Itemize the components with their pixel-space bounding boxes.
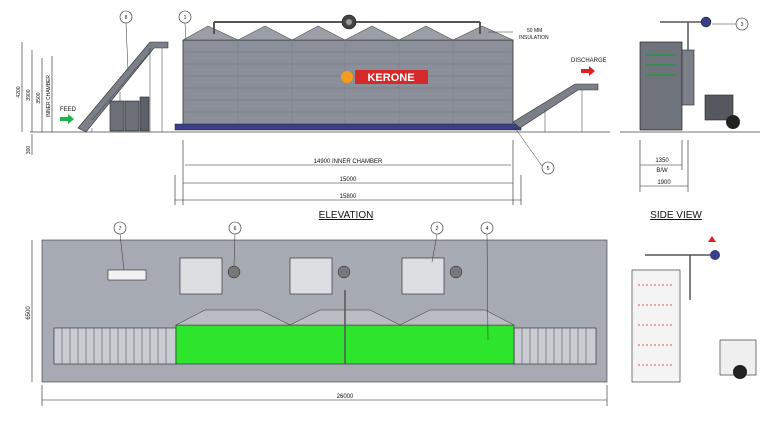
elevation-caption: ELEVATION: [319, 210, 374, 221]
dim-1900: 1900: [657, 180, 671, 186]
callout-8: 8: [125, 15, 128, 21]
dim-inner-chamber-vert: INNER CHAMBER: [46, 75, 52, 117]
feed-indicator: FEED: [60, 107, 77, 124]
dim-4200: 4200: [16, 86, 22, 97]
callout-2: 2: [436, 226, 439, 232]
dim-300: 300: [26, 146, 32, 155]
callout-4: 4: [486, 226, 489, 232]
dim-3900: 3900: [26, 89, 32, 100]
discharge-indicator: DISCHARGE: [571, 58, 607, 76]
horizontal-dimensions: 14900 INNER CHAMBER 15000 15800: [174, 140, 522, 205]
feed-control-panels: [109, 96, 150, 132]
callout-7: 7: [119, 226, 122, 232]
callout-1: 1: [184, 15, 187, 21]
discharge-conveyor: [512, 83, 599, 132]
kerone-logo-text: KERONE: [367, 72, 414, 84]
side-view-elevation: 1350 B/W 1900 SIDE VIEW: [620, 16, 760, 221]
callout-6: 6: [234, 226, 237, 232]
callouts: 1 2 3 4 5 6 7 8: [113, 10, 749, 341]
side-section-view: [631, 236, 757, 383]
side-view-caption: SIDE VIEW: [650, 210, 702, 221]
insulation-text-2: INSULATION: [519, 35, 549, 41]
feed-label: FEED: [60, 107, 77, 113]
plan-view: 26000 6500: [26, 239, 608, 406]
callout-3: 3: [741, 22, 744, 28]
dim-15800: 15800: [340, 194, 357, 200]
dim-3500: 3500: [36, 92, 42, 103]
insulation-note: 50 MM INSULATION: [488, 28, 549, 41]
dim-15000: 15000: [340, 177, 357, 183]
vertical-dimensions: 4200 3900 3500 INNER CHAMBER 300: [16, 42, 53, 155]
kerone-logo: KERONE: [341, 70, 428, 84]
dim-bw: B/W: [656, 168, 668, 174]
dim-inner-chamber: 14900 INNER CHAMBER: [314, 159, 383, 165]
dim-1350: 1350: [655, 158, 669, 164]
elevation-view: KERONE FEED DISCHARGE 50 MM INSULATION: [16, 14, 610, 221]
dim-6500: 6500: [26, 306, 32, 320]
dim-26000: 26000: [337, 394, 354, 400]
discharge-label: DISCHARGE: [571, 58, 607, 64]
dryer-chamber: [174, 14, 522, 131]
insulation-text-1: 50 MM: [527, 28, 542, 34]
callout-5: 5: [547, 166, 550, 172]
